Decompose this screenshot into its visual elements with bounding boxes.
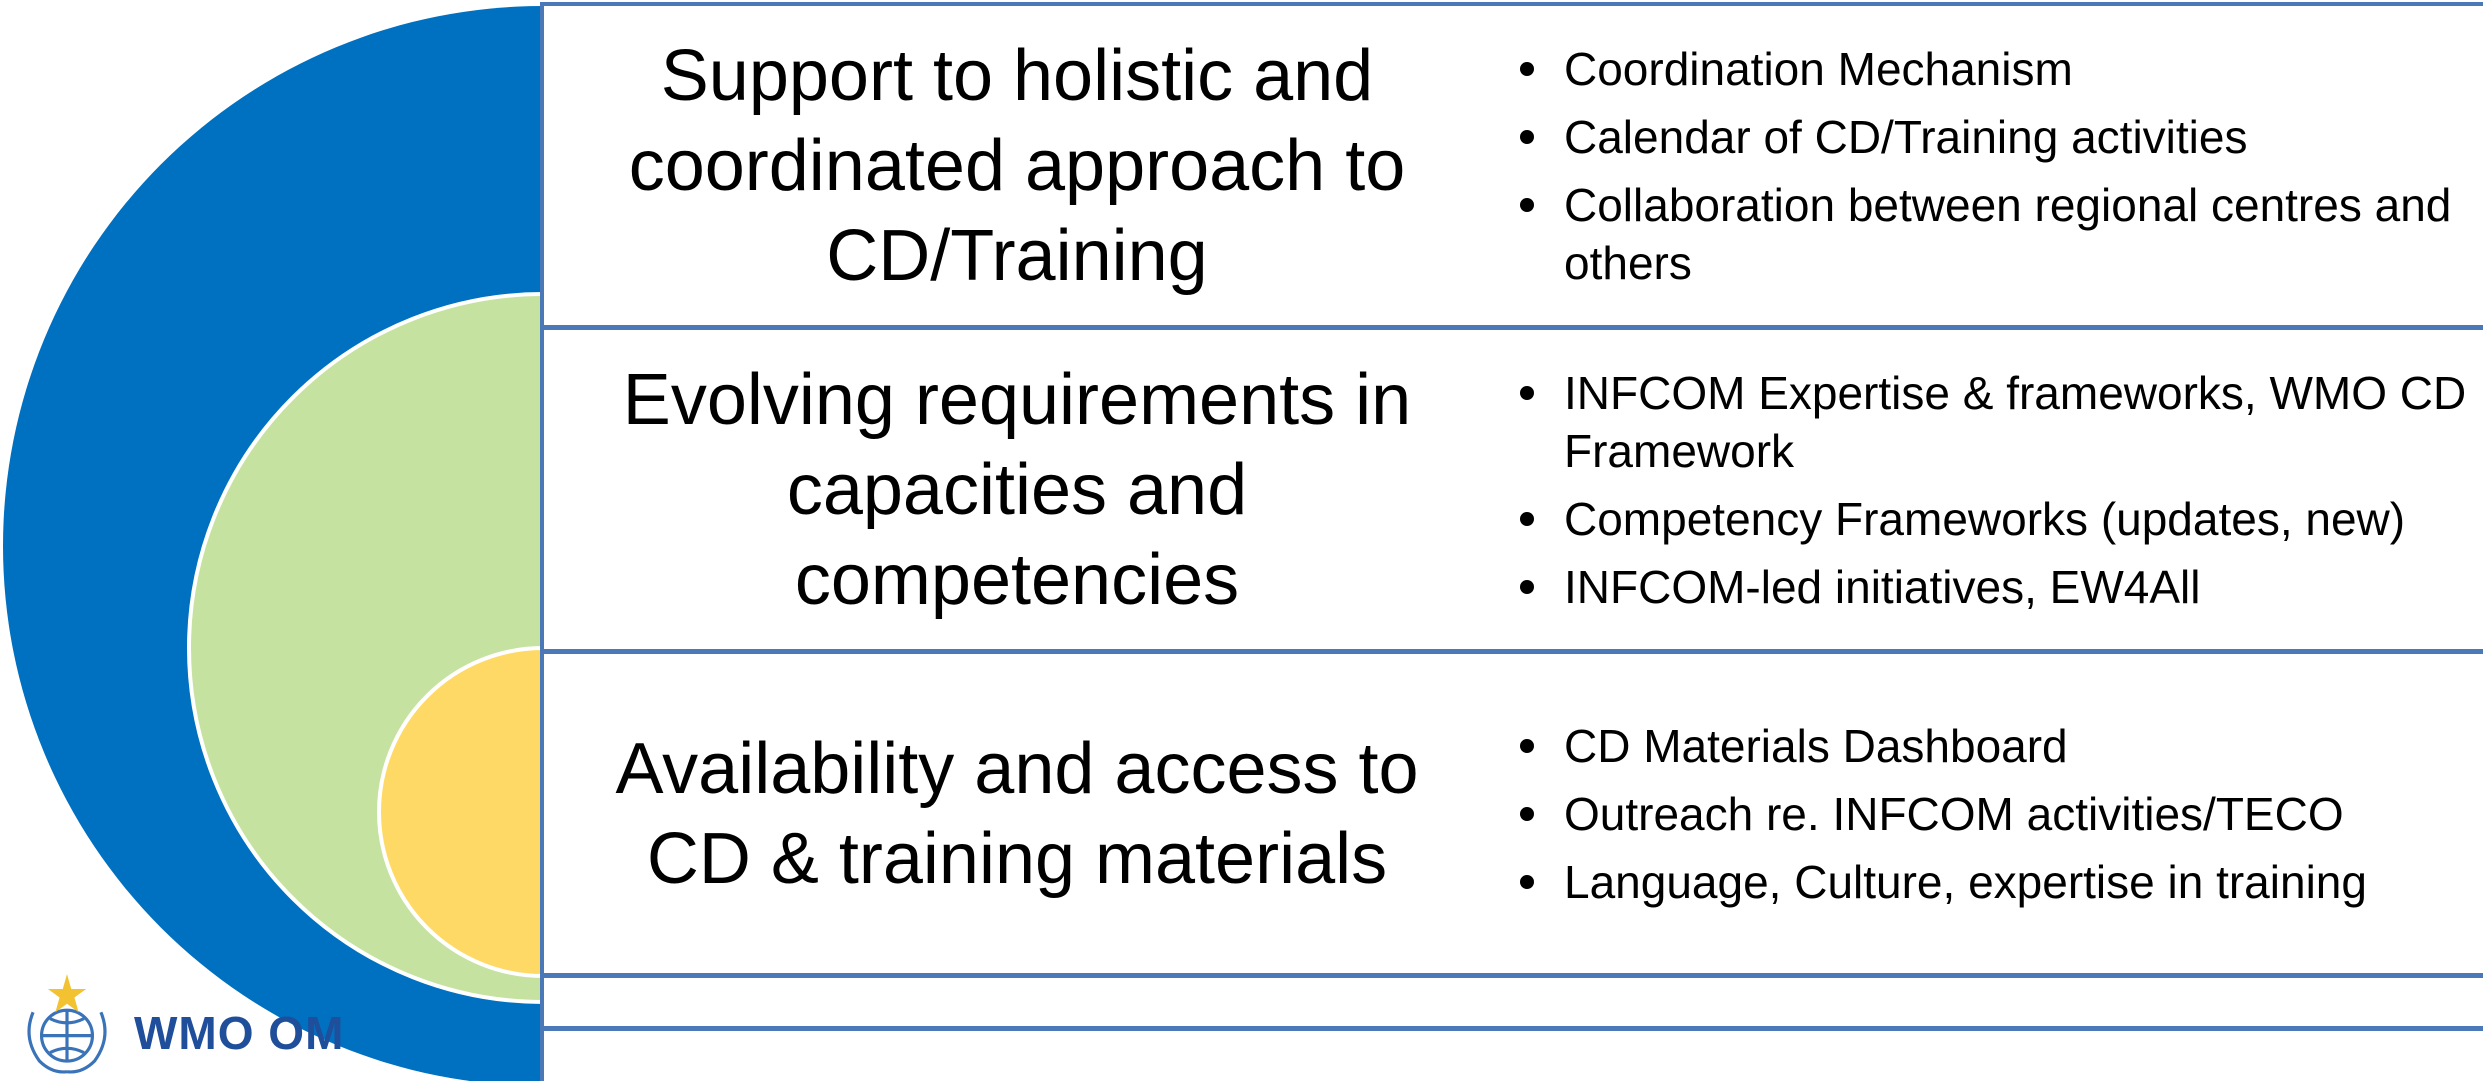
- heading-line: capacities and: [786, 449, 1248, 530]
- row-evolving-requirements: Evolving requirements in capacities and …: [540, 326, 2483, 653]
- row-holistic-approach: Support to holistic and coordinated appr…: [540, 2, 2483, 329]
- bullet-list: CD Materials Dashboard Outreach re. INFC…: [1520, 654, 2483, 973]
- bullet-item: INFCOM Expertise & frameworks, WMO CD Fr…: [1520, 364, 2483, 480]
- bullet-item: Outreach re. INFCOM activities/TECO: [1520, 785, 2483, 843]
- bullet-item: Collaboration between regional centres a…: [1520, 176, 2483, 292]
- bullet-item: Language, Culture, expertise in training: [1520, 853, 2483, 911]
- wmo-emblem-icon: [27, 974, 107, 1074]
- heading-line: CD/Training: [826, 215, 1208, 296]
- bullet-item: Competency Frameworks (updates, new): [1520, 490, 2483, 548]
- bullet-item: INFCOM-led initiatives, EW4All: [1520, 558, 2483, 616]
- row-empty: [540, 974, 2483, 1030]
- concentric-arcs: [3, 6, 560, 1081]
- bullet-item: Coordination Mechanism: [1520, 40, 2483, 98]
- bullet-item: Calendar of CD/Training activities: [1520, 108, 2483, 166]
- row-availability-access: Availability and access to CD & training…: [540, 650, 2483, 977]
- bullet-item: CD Materials Dashboard: [1520, 717, 2483, 775]
- heading-line: Support to holistic and: [660, 35, 1374, 116]
- heading-line: competencies: [794, 539, 1240, 620]
- row-heading: Evolving requirements in capacities and …: [544, 330, 1490, 649]
- content-rows: Support to holistic and coordinated appr…: [540, 0, 2483, 1081]
- row-empty: [540, 1027, 2483, 1081]
- bullet-list: INFCOM Expertise & frameworks, WMO CD Fr…: [1520, 330, 2483, 649]
- bullet-list: Coordination Mechanism Calendar of CD/Tr…: [1520, 6, 2483, 325]
- wmo-wordmark: WMO OM: [134, 1007, 345, 1059]
- heading-line: coordinated approach to: [628, 125, 1406, 206]
- row-heading: Support to holistic and coordinated appr…: [544, 6, 1490, 325]
- heading-line: CD & training materials: [646, 818, 1388, 899]
- heading-line: Evolving requirements in: [622, 359, 1412, 440]
- row-heading: Availability and access to CD & training…: [544, 654, 1490, 973]
- heading-line: Availability and access to: [615, 728, 1419, 809]
